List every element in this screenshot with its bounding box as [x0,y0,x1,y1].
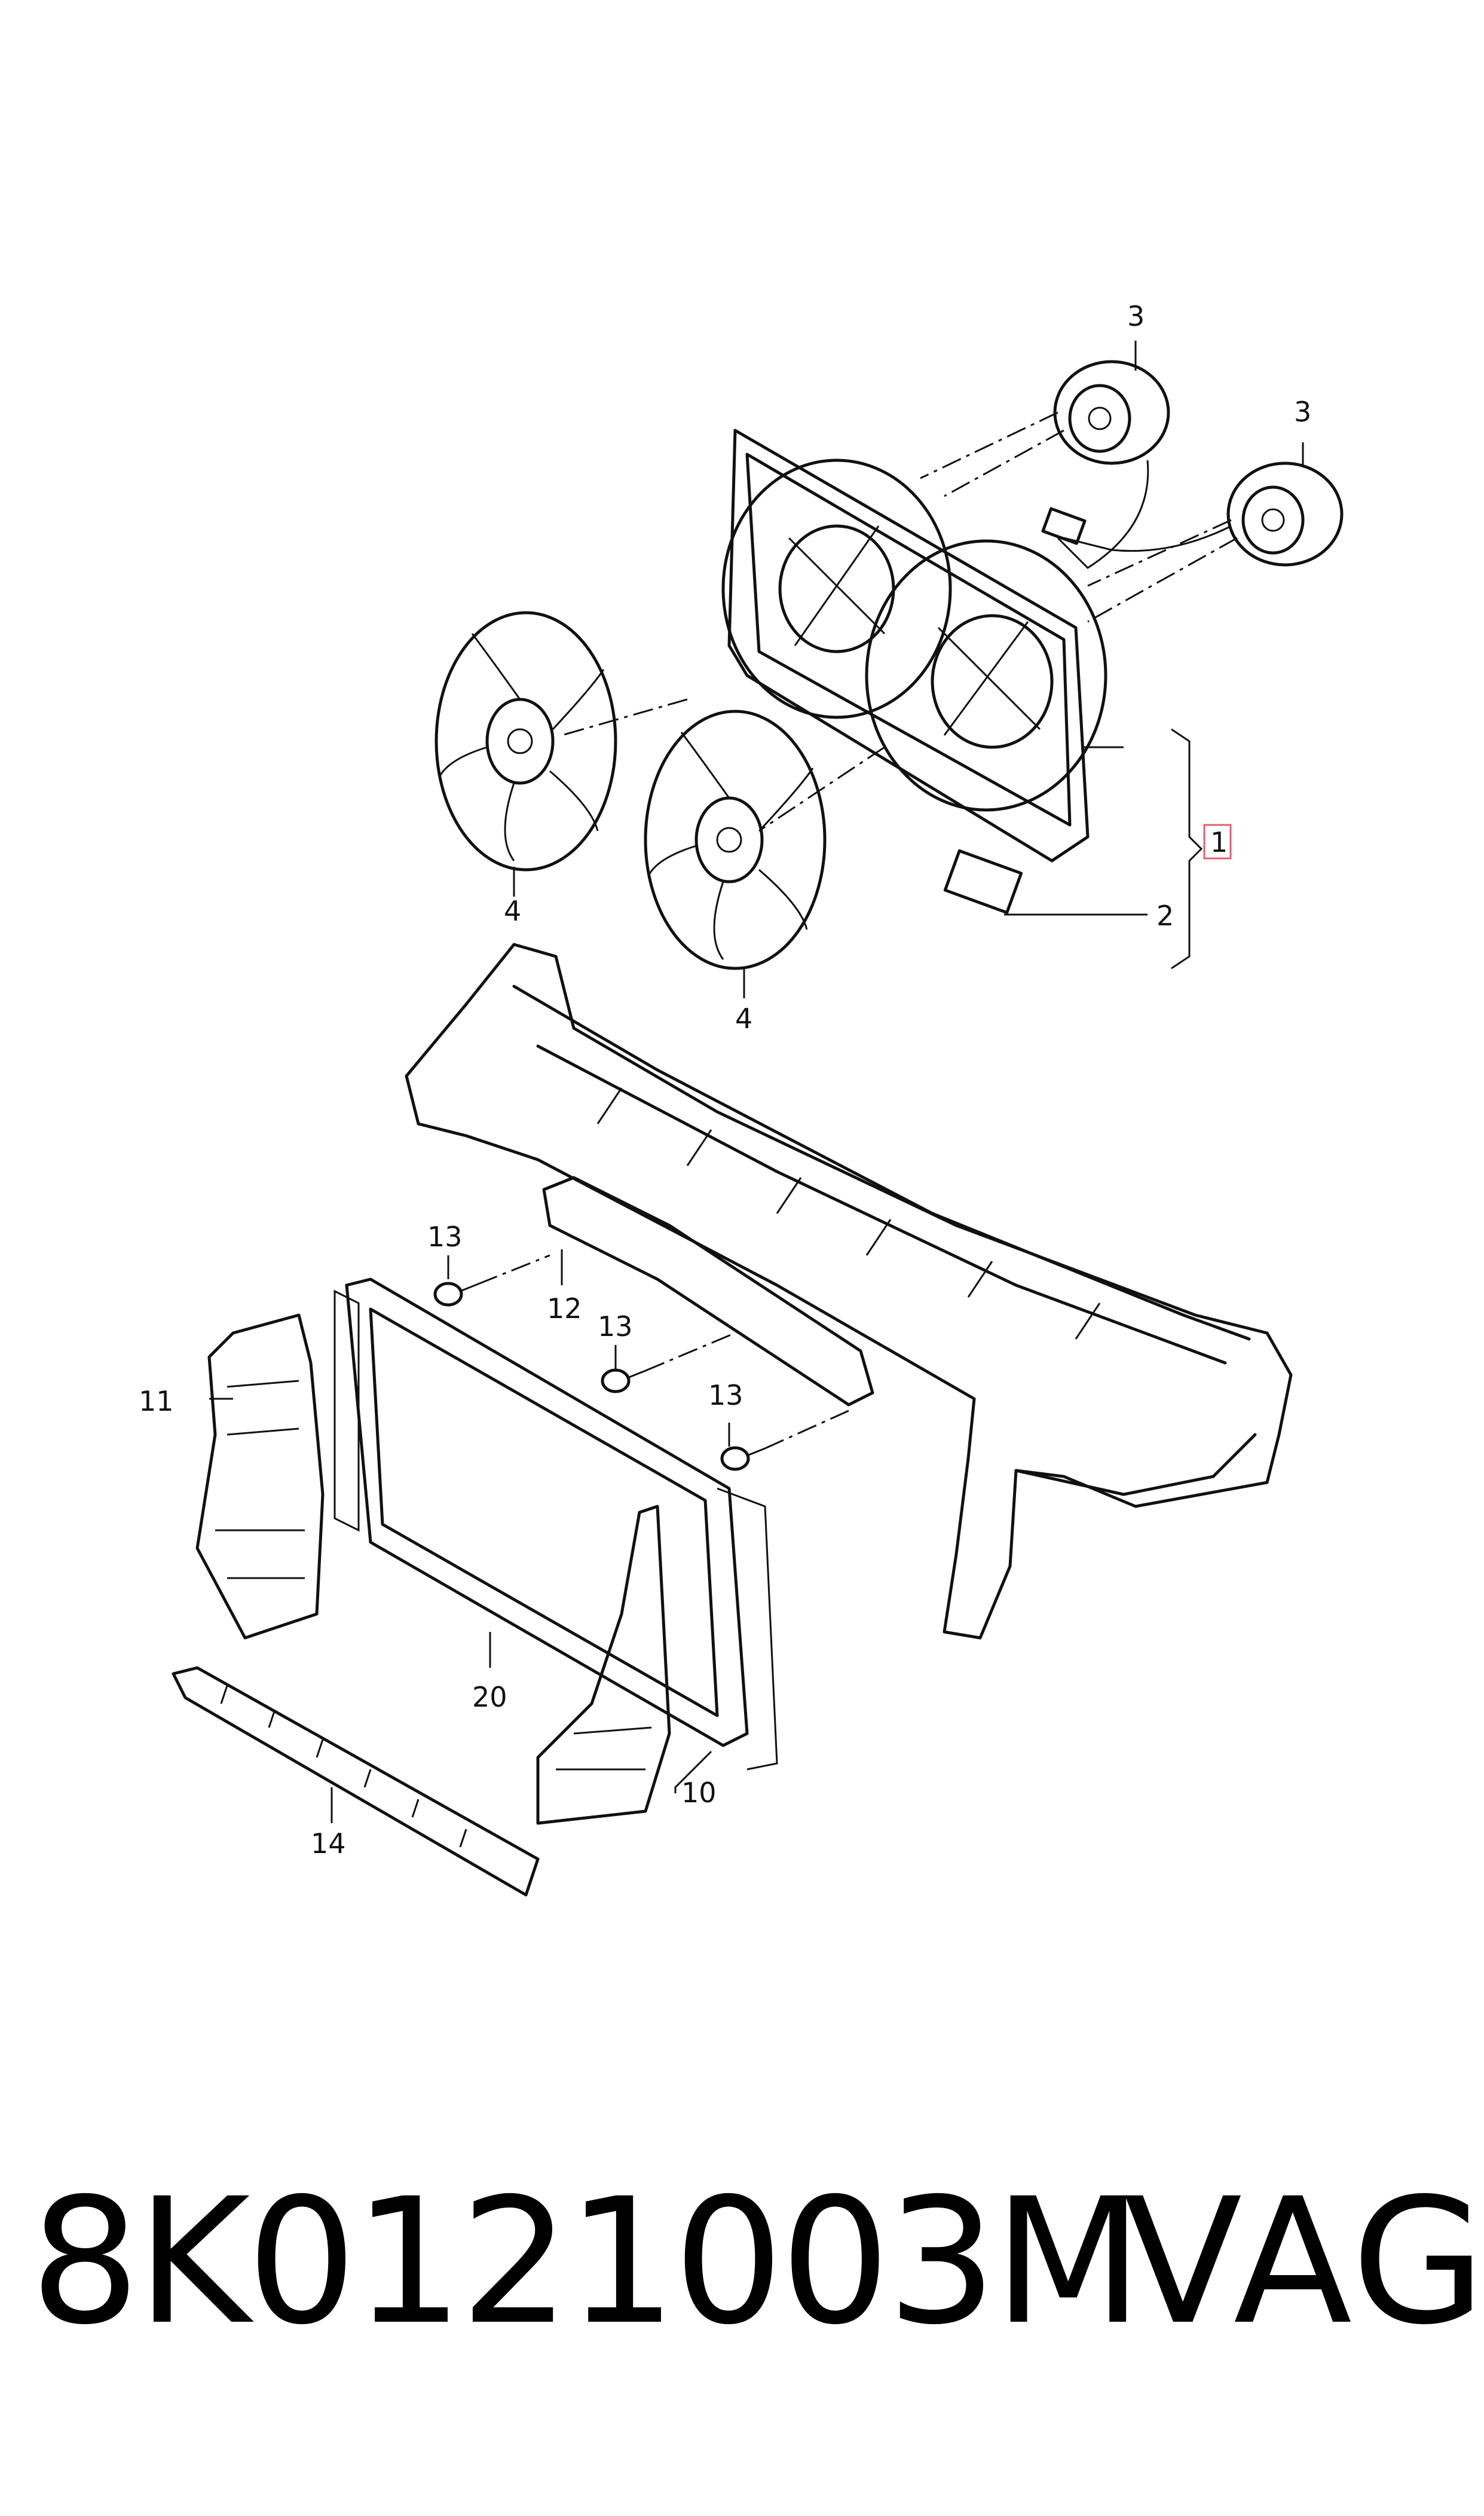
callout-11: 11 [139,1385,174,1417]
callout-3-right: 3 [1294,396,1311,428]
callout-4-left: 4 [504,895,521,927]
callout-14: 14 [311,1827,346,1860]
brand-name: VAG [1124,2162,1484,2363]
air-guide-11 [195,1313,325,1640]
lock-carrier [405,943,1293,1640]
fan-motor-left [1053,360,1170,465]
motor-wiring [1057,460,1232,569]
callout-1: 1 [1210,826,1228,858]
fan-motor-right [1226,461,1344,567]
callout-13-c: 13 [708,1379,743,1411]
callout-1-highlight [1203,824,1232,860]
fan-blade-left [435,611,617,872]
callout-12: 12 [547,1292,582,1325]
callout-20: 20 [472,1681,507,1713]
screw-1 [433,1282,479,1307]
radiator [333,1277,778,1771]
air-guide-10 [536,1505,671,1825]
fan-blade-right [644,710,827,970]
screw-3 [720,1446,766,1471]
bracket-12 [542,1176,874,1407]
fan-shroud [721,429,1107,915]
screw-2 [601,1368,646,1393]
callout-2: 2 [1156,900,1174,932]
callout-3-left: 3 [1127,300,1145,332]
air-guide-14 [172,1666,540,1897]
parts-diagram: 1 2 3 3 4 4 13 12 13 13 11 20 10 14 [139,300,1344,1897]
callout-10: 10 [681,1777,717,1809]
part-number: 8K0121003M [30,2162,1143,2363]
callout-4-right: 4 [735,1002,752,1035]
assembly-lines [561,411,1238,832]
callout-13-b: 13 [598,1310,633,1343]
callout-13-a: 13 [427,1221,463,1253]
